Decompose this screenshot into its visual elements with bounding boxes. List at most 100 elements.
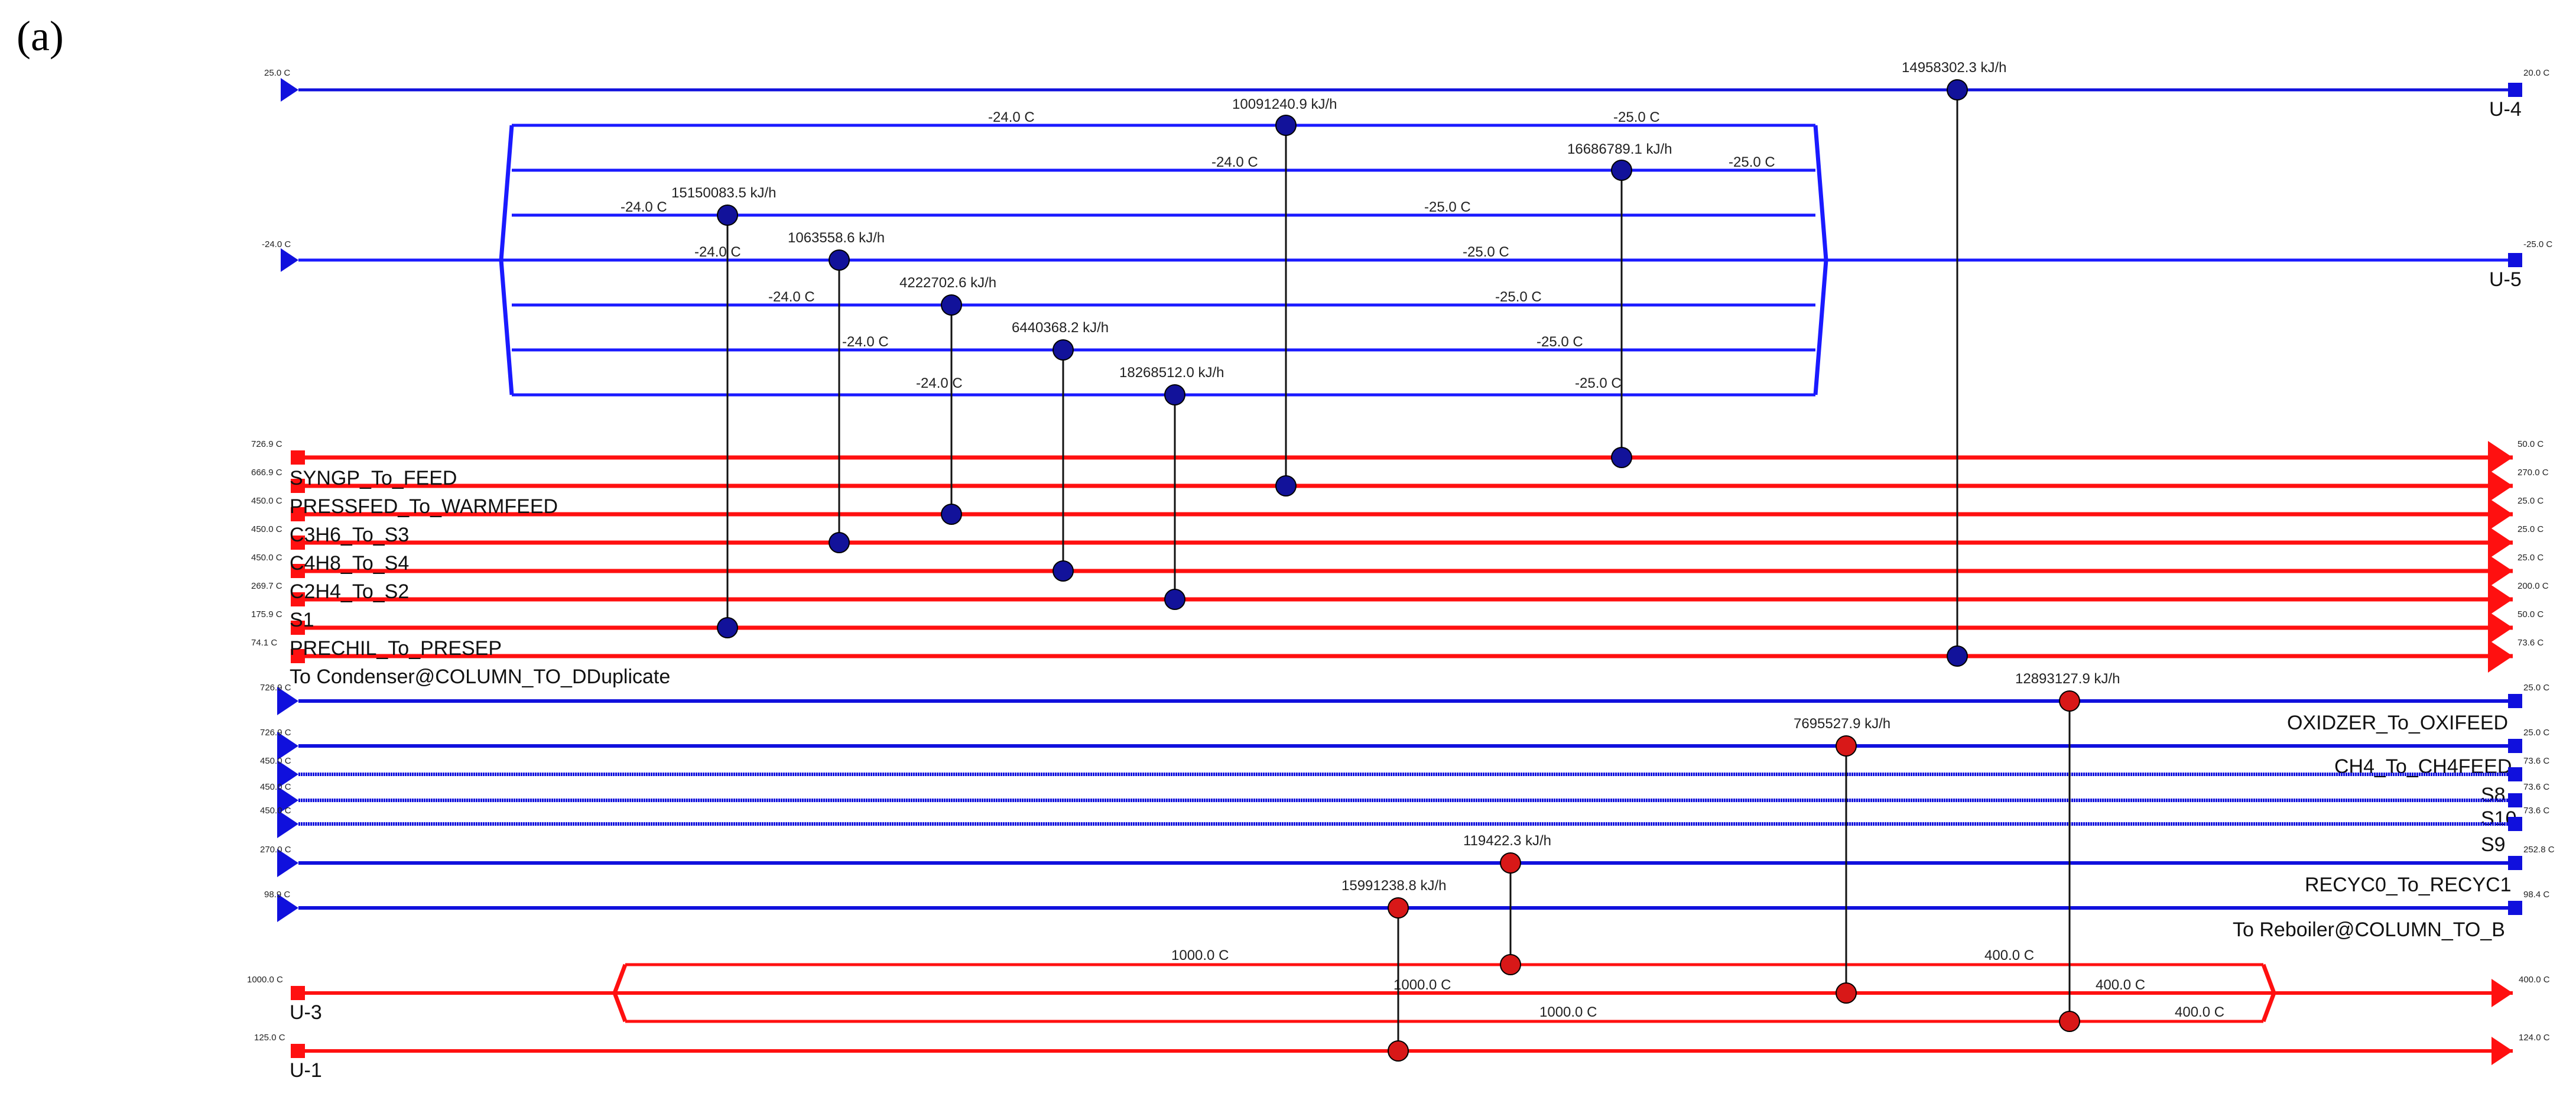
u4-start-temp: 25.0 C [264,68,290,78]
exchanger-12[interactable]: 15991238.8 kJ/h [1341,878,1446,1062]
cold-stream-3-left-temp: 450.0 C [260,756,291,766]
hot-stream-8-name: PRECHIL_To_PRESEP [290,637,502,660]
cold-stream-1-right-temp: 25.0 C [2523,683,2549,693]
u5-b3-temp-left: -24.0 C [621,199,667,215]
u5-end-temp: -25.0 C [2523,239,2552,249]
hot-stream-1-end-temp: 50.0 C [2517,439,2543,449]
hot-stream-8-start-temp: 74.1 C [251,638,277,648]
u3-name: U-3 [290,1001,322,1024]
hot-stream-2-end-temp: 270.0 C [2517,468,2549,478]
hot-stream-2-name: SYNGP_To_FEED [290,467,457,489]
hot-stream-5[interactable]: 450.0 C 25.0 C C4H8_To_S4 [251,552,2543,588]
u1-start-temp: 125.0 C [254,1033,285,1043]
exchanger-12-duty: 15991238.8 kJ/h [1341,878,1446,894]
u5-name: U-5 [2489,268,2522,291]
hot-stream-1-start-temp: 726.9 C [251,439,282,449]
exchanger-4-duty: 15150083.5 kJ/h [671,185,776,201]
exchanger-10[interactable]: 7695527.9 kJ/h [1794,716,1890,1004]
u5-b4-temp-right: -25.0 C [1495,289,1542,305]
u3-b1-temp-right: 400.0 C [1984,948,2034,963]
u5-start-temp: -24.0 C [262,239,291,249]
cold-stream-3[interactable]: 450.0 C 73.6 C S8 [260,756,2549,806]
u3-end-temp: 400.0 C [2519,975,2550,985]
cold-stream-6-name: RECYC0_To_RECYC1 [2305,874,2512,896]
cold-stream-5-left-temp: 450.0 C [260,806,291,816]
u5-main-temp-left: -24.0 C [694,244,741,260]
utility-u4[interactable]: 25.0 C 20.0 C U-4 [264,68,2549,121]
cold-stream-7-right-temp: 98.4 C [2523,890,2549,900]
cold-stream-6-left-temp: 270.0 C [260,845,291,855]
exchanger-5[interactable]: 1063558.6 kJ/h [788,230,885,553]
u5-b5-temp-right: -25.0 C [1536,334,1583,350]
hot-stream-9-name: To Condenser@COLUMN_TO_DDuplicate [290,666,670,688]
hot-stream-4-end-temp: 25.0 C [2517,524,2543,534]
exchanger-3-duty: 16686789.1 kJ/h [1567,141,1672,157]
cold-stream-1-left-temp: 726.9 C [260,683,291,693]
hot-stream-6[interactable]: 269.7 C 200.0 C C2H4_To_S2 [251,580,2549,616]
u5-b2-temp-left: -24.0 C [1211,154,1258,170]
cold-stream-5-name: S9 [2481,833,2506,856]
u3-split-right [2261,963,2276,1023]
hot-stream-4-start-temp: 450.0 C [251,524,282,534]
cold-stream-5[interactable]: 450.0 C 73.6 C S9 [260,806,2549,856]
u3-start-temp: 1000.0 C [247,975,283,985]
exchanger-11-duty: 119422.3 kJ/h [1463,833,1551,849]
u3-main-temp-left: 1000.0 C [1393,977,1451,993]
u3-b2-temp-left: 1000.0 C [1539,1004,1597,1020]
hot-stream-8[interactable]: 74.1 C 73.6 C PRECHIL_To_PRESEP [251,637,2543,673]
cold-stream-6[interactable]: 270.0 C 252.8 C RECYC0_To_RECYC1 [260,845,2555,896]
u5-b6-temp-right: -25.0 C [1575,375,1622,391]
hot-stream-6-end-temp: 200.0 C [2517,581,2549,591]
exchanger-3[interactable]: 16686789.1 kJ/h [1567,141,1672,468]
exchanger-1[interactable]: 14958302.3 kJ/h [1902,60,2006,667]
u5-split-right [1813,125,1828,395]
hot-stream-3[interactable]: 450.0 C 25.0 C PRESSFED_To_WARMFEED [251,495,2543,531]
cold-stream-7[interactable]: 98.9 C 98.4 C To Reboiler@COLUMN_TO_B [264,890,2549,941]
u4-end-temp: 20.0 C [2523,68,2549,78]
exchanger-5-duty: 1063558.6 kJ/h [788,230,885,246]
hot-stream-2[interactable]: 666.9 C 270.0 C SYNGP_To_FEED [251,467,2549,502]
u5-b3-temp-right: -25.0 C [1424,199,1471,215]
exchanger-2-duty: 10091240.9 kJ/h [1232,96,1337,112]
exchanger-7[interactable]: 6440368.2 kJ/h [1012,320,1109,582]
exchanger-6[interactable]: 4222702.6 kJ/h [899,275,996,525]
exchanger-11[interactable]: 119422.3 kJ/h [1463,833,1551,975]
cold-stream-2-left-temp: 726.9 C [260,728,291,738]
cold-stream-1[interactable]: 726.9 C 25.0 C OXIDZER_To_OXIFEED [260,683,2549,734]
exchanger-8[interactable]: 18268512.0 kJ/h [1119,365,1224,610]
exchanger-8-duty: 18268512.0 kJ/h [1119,365,1224,381]
u5-b5-temp-left: -24.0 C [842,334,889,350]
hot-stream-7[interactable]: 175.9 C 50.0 C S1 [251,609,2543,644]
hot-streams: 726.9 C 50.0 C 666.9 C 270.0 C SYNGP_To_… [251,439,2549,688]
cold-stream-2[interactable]: 726.9 C 25.0 C CH4_To_CH4FEED [260,728,2549,778]
cold-stream-5-right-temp: 73.6 C [2523,806,2549,816]
hot-stream-4-name: C3H6_To_S3 [290,524,409,546]
cold-stream-7-name: To Reboiler@COLUMN_TO_B [2233,919,2505,941]
exchanger-1-duty: 14958302.3 kJ/h [1902,60,2006,76]
hot-stream-4[interactable]: 450.0 C 25.0 C C3H6_To_S3 [251,524,2543,559]
u5-b2-temp-right: -25.0 C [1729,154,1775,170]
cold-stream-2-name: CH4_To_CH4FEED [2334,755,2512,778]
exchanger-7-duty: 6440368.2 kJ/h [1012,320,1109,336]
u5-b4-temp-left: -24.0 C [768,289,815,305]
u5-b1-temp-right: -25.0 C [1613,109,1660,125]
u3-b2-temp-right: 400.0 C [2175,1004,2224,1020]
hot-stream-8-end-temp: 73.6 C [2517,638,2543,648]
hot-stream-7-name: S1 [290,609,314,631]
exchanger-9[interactable]: 12893127.9 kJ/h [2015,671,2120,1032]
exchanger-4[interactable]: 15150083.5 kJ/h [671,185,776,638]
u3-split-left [612,963,628,1023]
utility-u3[interactable]: 1000.0 C 400.0 C U-3 1000.0 C 400.0 C 10… [247,948,2550,1024]
cold-stream-1-name: OXIDZER_To_OXIFEED [2287,712,2508,734]
u5-split-left [499,125,514,395]
cold-stream-3-right-temp: 73.6 C [2523,756,2549,766]
u5-b1-temp-left: -24.0 C [988,109,1035,125]
utility-u5[interactable]: -24.0 C -25.0 C U-5 -24.0 C -25.0 C -24.… [262,109,2552,397]
u4-name: U-4 [2489,98,2522,121]
cold-stream-4-left-temp: 450.0 C [260,782,291,792]
exchanger-2[interactable]: 10091240.9 kJ/h [1232,96,1337,497]
exchanger-10-duty: 7695527.9 kJ/h [1794,716,1890,732]
hot-stream-1[interactable]: 726.9 C 50.0 C [251,439,2543,474]
cold-stream-4[interactable]: 450.0 C 73.6 C S10 [260,782,2549,830]
